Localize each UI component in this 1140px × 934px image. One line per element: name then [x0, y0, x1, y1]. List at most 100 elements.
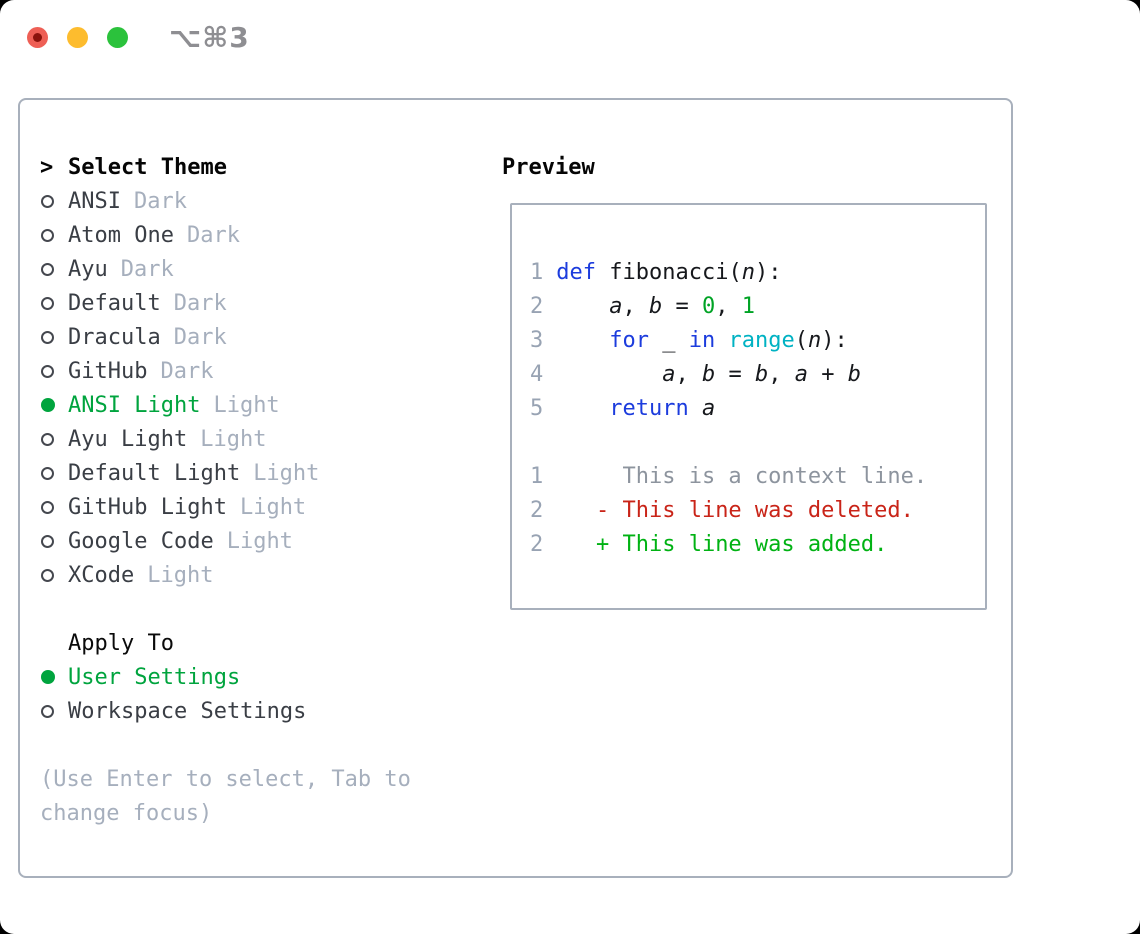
theme-option-dracula[interactable]: Dracula Dark [40, 320, 490, 354]
option-variant: Dark [120, 256, 174, 282]
code-segment-pl: ): [754, 259, 782, 285]
radio-selected-icon [41, 398, 55, 412]
code-segment-pl: ): [821, 327, 848, 353]
theme-option-google-code[interactable]: Google Code Light [40, 524, 490, 558]
spacer [40, 728, 490, 762]
code-line: 1 This is a context line. [530, 459, 977, 493]
radio-icon [41, 262, 54, 276]
option-variant: Light [213, 392, 280, 418]
minimize-button[interactable] [67, 26, 88, 48]
line-number: 2 [530, 293, 544, 319]
option-label: Workspace Settings [68, 698, 307, 724]
theme-option-github[interactable]: GitHub Dark [40, 354, 490, 388]
option-label: Default [68, 290, 161, 316]
preview-title-label: Preview [502, 154, 595, 180]
line-number: 1 [530, 259, 544, 285]
code-segment-var: n [741, 259, 755, 285]
radio-icon [41, 466, 54, 480]
option-variant: Dark [173, 290, 227, 316]
radio-icon [41, 568, 54, 582]
focus-caret: > [40, 154, 54, 180]
code-segment-pl: ( [794, 327, 808, 353]
radio-icon [41, 194, 54, 208]
theme-option-ansi[interactable]: ANSI Dark [40, 184, 490, 218]
code-line: 3 for _ in range(n): [530, 323, 977, 357]
help-line: (Use Enter to select, Tab to [40, 766, 411, 792]
code-segment-var: a [701, 395, 716, 421]
code-segment-kw: for [609, 327, 649, 353]
theme-option-atom-one[interactable]: Atom One Dark [40, 218, 490, 252]
code-segment-var: b [648, 293, 663, 319]
theme-option-default[interactable]: Default Dark [40, 286, 490, 320]
radio-icon [41, 330, 54, 344]
radio-icon [41, 228, 54, 242]
line-number: 2 [530, 497, 544, 523]
code-segment-pl: = [662, 293, 702, 319]
code-segment-ctx: This is a context line. [556, 463, 928, 489]
code-segment-num: 1 [741, 293, 755, 319]
option-label: Ayu Light [68, 426, 188, 452]
option-label: GitHub Light [68, 494, 227, 520]
code-segment-pl [556, 294, 609, 319]
preview-header: Preview [502, 150, 595, 184]
code-segment-pl [715, 328, 728, 353]
option-variant: Dark [133, 188, 187, 214]
option-variant: Dark [173, 324, 227, 350]
code-line: 2 - This line was deleted. [530, 493, 977, 527]
code-line: 5 return a [530, 391, 977, 425]
code-line: 2 a, b = 0, 1 [530, 289, 977, 323]
radio-icon [41, 500, 54, 514]
code-segment-pl: , [768, 361, 795, 387]
title-bar: ⌥⌘3 [0, 0, 1140, 74]
theme-option-ayu-light[interactable]: Ayu Light Light [40, 422, 490, 456]
code-line: 4 a, b = b, a + b [530, 357, 977, 391]
code-segment-pl: + [807, 361, 848, 387]
code-line: 2 + This line was added. [530, 527, 977, 561]
code-segment-pl [556, 362, 662, 387]
option-variant: Light [253, 460, 320, 486]
zoom-button[interactable] [107, 26, 128, 48]
code-segment-del: - This line was deleted. [556, 497, 914, 523]
option-label: Dracula [68, 324, 161, 350]
code-segment-var: b [754, 361, 769, 387]
code-segment-var: a [609, 293, 623, 319]
code-line [530, 425, 977, 459]
theme-menu-header: > Select Theme [40, 150, 490, 184]
window-title: ⌥⌘3 [169, 20, 250, 54]
option-variant: Light [226, 528, 293, 554]
option-label: Atom One [68, 222, 174, 248]
option-variant: Dark [160, 358, 214, 384]
option-label: Google Code [68, 528, 214, 554]
line-number: 4 [530, 361, 544, 387]
code-segment-pl [556, 396, 609, 421]
option-variant: Dark [186, 222, 240, 248]
apply-option-user-settings[interactable]: User Settings [40, 660, 490, 694]
code-segment-pl: , [675, 361, 702, 387]
spacer [40, 592, 490, 626]
traffic-lights [27, 26, 128, 48]
option-label: XCode [68, 562, 135, 588]
code-segment-pl [556, 328, 609, 353]
line-number: 3 [530, 327, 544, 353]
code-segment-var: n [807, 327, 822, 353]
theme-option-ansi-light[interactable]: ANSI Light Light [40, 388, 490, 422]
option-variant: Light [200, 426, 267, 452]
option-label: ANSI [68, 188, 121, 214]
code-segment-var: a [662, 361, 676, 387]
code-segment-fn: range [728, 327, 795, 353]
option-label: GitHub [68, 358, 148, 384]
close-button[interactable] [27, 26, 48, 48]
line-number: 1 [530, 463, 544, 489]
apply-to-title: Apply To [68, 630, 174, 656]
option-label: ANSI Light [68, 392, 201, 418]
line-number: 2 [530, 531, 544, 557]
code-segment-pl: fibonacci( [596, 259, 742, 285]
apply-option-workspace-settings[interactable]: Workspace Settings [40, 694, 490, 728]
